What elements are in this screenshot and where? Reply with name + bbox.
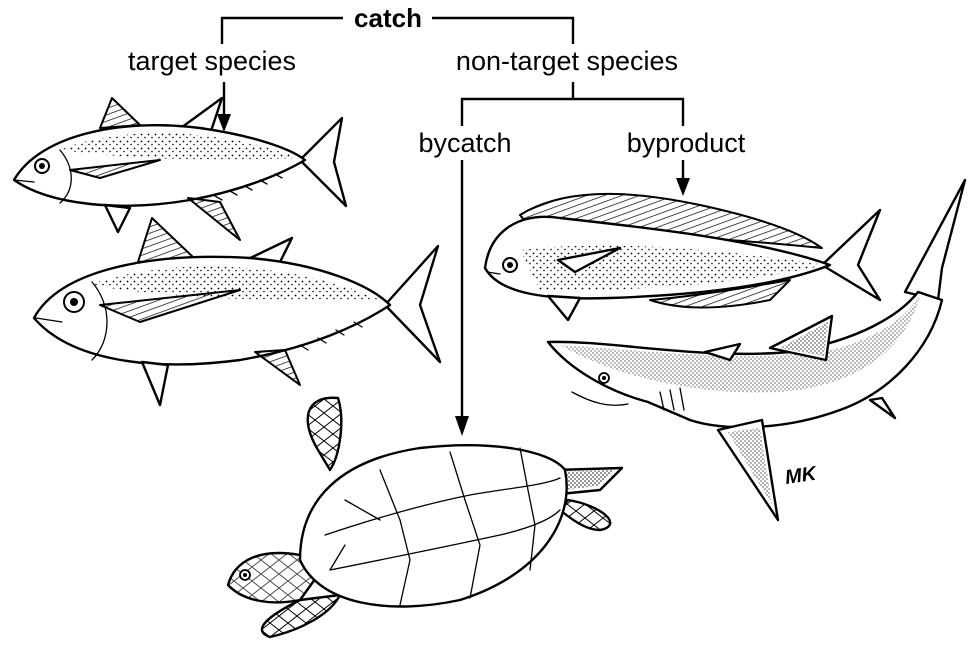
label-target-species: target species xyxy=(128,46,296,76)
non-target-bracket-line xyxy=(462,82,683,126)
tuna-illustration-lower xyxy=(34,218,440,405)
byproduct-arrowhead xyxy=(676,178,690,196)
bycatch-arrowhead xyxy=(455,416,469,436)
label-non-target-species: non-target species xyxy=(456,46,678,76)
sea-turtle-illustration xyxy=(228,398,622,637)
artist-signature: MK xyxy=(784,463,819,489)
label-bycatch: bycatch xyxy=(418,128,511,158)
label-byproduct: byproduct xyxy=(627,128,746,158)
tuna-illustration-upper xyxy=(14,98,346,240)
target-arrowhead xyxy=(217,114,231,132)
dolphinfish-illustration xyxy=(485,194,880,320)
label-catch: catch xyxy=(354,3,422,33)
